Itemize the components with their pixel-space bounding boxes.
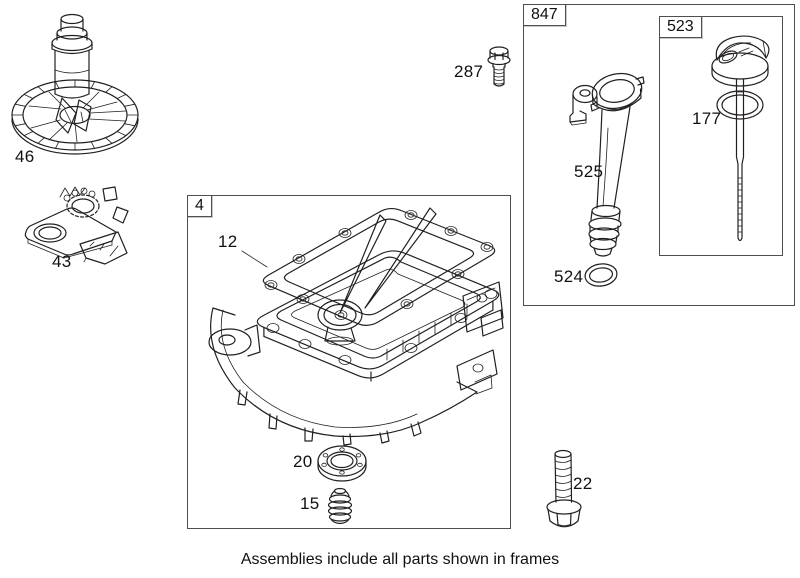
part-287-label: 287	[454, 62, 484, 81]
governor-bracket-drawing	[20, 182, 138, 270]
bolt-287-drawing	[483, 44, 515, 92]
assembly-frame-523: 523	[659, 16, 783, 256]
part-525-label: 525	[574, 162, 604, 181]
assembly-frame-847: 847	[523, 4, 795, 306]
sump-gasket-drawing	[195, 198, 507, 446]
part-15-label: 15	[300, 494, 320, 513]
part-12-label: 12	[218, 232, 238, 251]
drain-plug-drawing	[324, 486, 356, 526]
frame-523-label: 523	[659, 16, 702, 38]
oil-seal-drawing	[316, 445, 368, 483]
oil-fill-tube-drawing	[556, 58, 671, 263]
part-177-label: 177	[692, 109, 722, 128]
part-43-label: 43	[52, 252, 72, 271]
part-22-label: 22	[573, 474, 593, 493]
camshaft-gear-drawing	[5, 10, 150, 165]
o-ring-524-drawing	[583, 262, 619, 288]
assembly-frame-4: 4	[187, 195, 511, 529]
dipstick-drawing	[703, 30, 783, 252]
part-20-label: 20	[293, 452, 313, 471]
part-46-label: 46	[15, 147, 35, 166]
bolt-22-drawing	[538, 446, 584, 528]
frame-847-label: 847	[523, 4, 566, 26]
diagram-caption: Assemblies include all parts shown in fr…	[240, 551, 560, 568]
frame-4-label: 4	[187, 195, 212, 217]
part-524-label: 524	[554, 267, 584, 286]
